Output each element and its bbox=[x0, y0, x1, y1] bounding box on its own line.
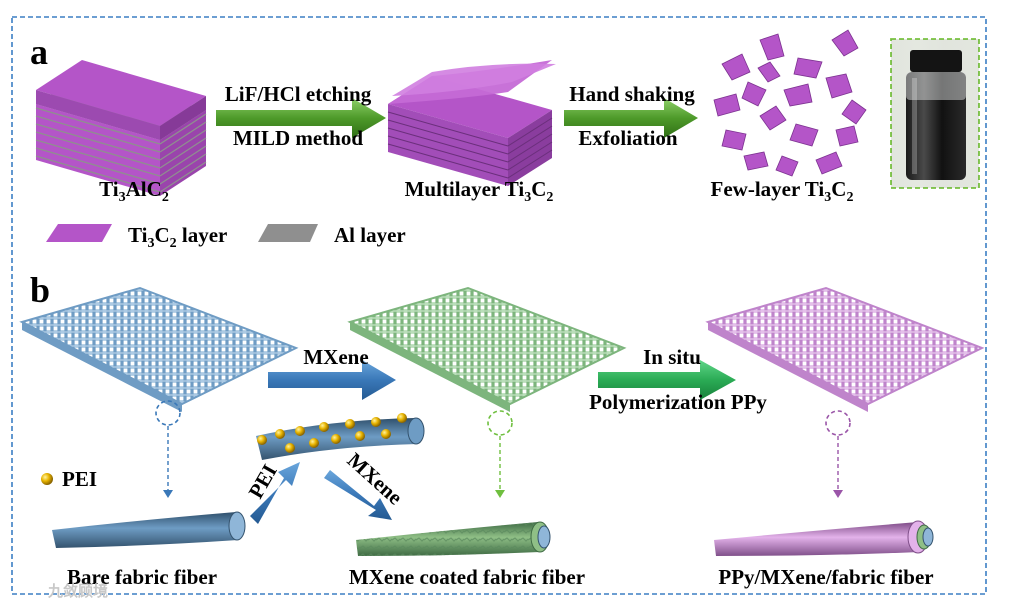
multilayer-label: Multilayer Ti3C2 bbox=[405, 177, 554, 205]
polymerization-label: Polymerization PPy bbox=[589, 390, 767, 414]
panel-a-letter: a bbox=[30, 32, 48, 72]
exfoliation-label: Exfoliation bbox=[578, 126, 677, 150]
etching-arrow bbox=[216, 98, 386, 138]
pei-diagonal-label: PEI bbox=[244, 460, 282, 502]
mxene-fabric-mesh bbox=[347, 286, 627, 436]
bare-fiber-label: Bare fabric fiber bbox=[67, 565, 217, 589]
al-layer-legend: Al layer bbox=[334, 223, 406, 247]
insitu-label: In situ bbox=[643, 345, 701, 369]
mxene-arrow bbox=[268, 360, 396, 400]
pei-diagonal-arrow bbox=[250, 462, 300, 524]
few-layer-label: Few-layer Ti3C2 bbox=[711, 177, 854, 205]
mxene-fiber-label: MXene coated fabric fiber bbox=[349, 565, 585, 589]
few-layer-flakes bbox=[713, 29, 867, 177]
panel-b-letter: b bbox=[30, 270, 50, 310]
pei-legend-particle bbox=[41, 473, 53, 485]
watermark: 九敛顾境 bbox=[47, 582, 108, 600]
ppy-fiber-label: PPy/MXene/fabric fiber bbox=[718, 565, 933, 589]
ppy-fabric-mesh bbox=[705, 286, 985, 436]
bare-fiber bbox=[52, 511, 246, 548]
hand-shaking-label: Hand shaking bbox=[569, 82, 695, 106]
mxene-arrow-label: MXene bbox=[303, 345, 368, 369]
mild-method-label: MILD method bbox=[233, 126, 363, 150]
mxene-dispersion-vial bbox=[890, 38, 980, 189]
exfoliation-arrow bbox=[564, 98, 698, 138]
mxene-layer-swatch bbox=[46, 224, 112, 242]
ppy-mxene-fiber bbox=[714, 520, 934, 556]
pei-legend-label: PEI bbox=[62, 467, 97, 491]
mxene-layer-legend: Ti3C2 layer bbox=[128, 223, 227, 251]
bare-fabric-mesh bbox=[19, 286, 299, 426]
ti3alc2-label: Ti3AlC2 bbox=[99, 177, 169, 205]
insitu-arrow bbox=[598, 360, 736, 400]
mxene-diagonal-arrow bbox=[324, 470, 392, 520]
etching-label: LiF/HCl etching bbox=[225, 82, 372, 106]
al-layer-swatch bbox=[258, 224, 318, 242]
multilayer-stack bbox=[387, 60, 556, 186]
pei-coated-fiber bbox=[256, 413, 425, 460]
mxene-coated-fiber bbox=[356, 521, 551, 556]
max-phase-block bbox=[35, 60, 207, 196]
mxene-diagonal-label: MXene bbox=[343, 448, 408, 510]
